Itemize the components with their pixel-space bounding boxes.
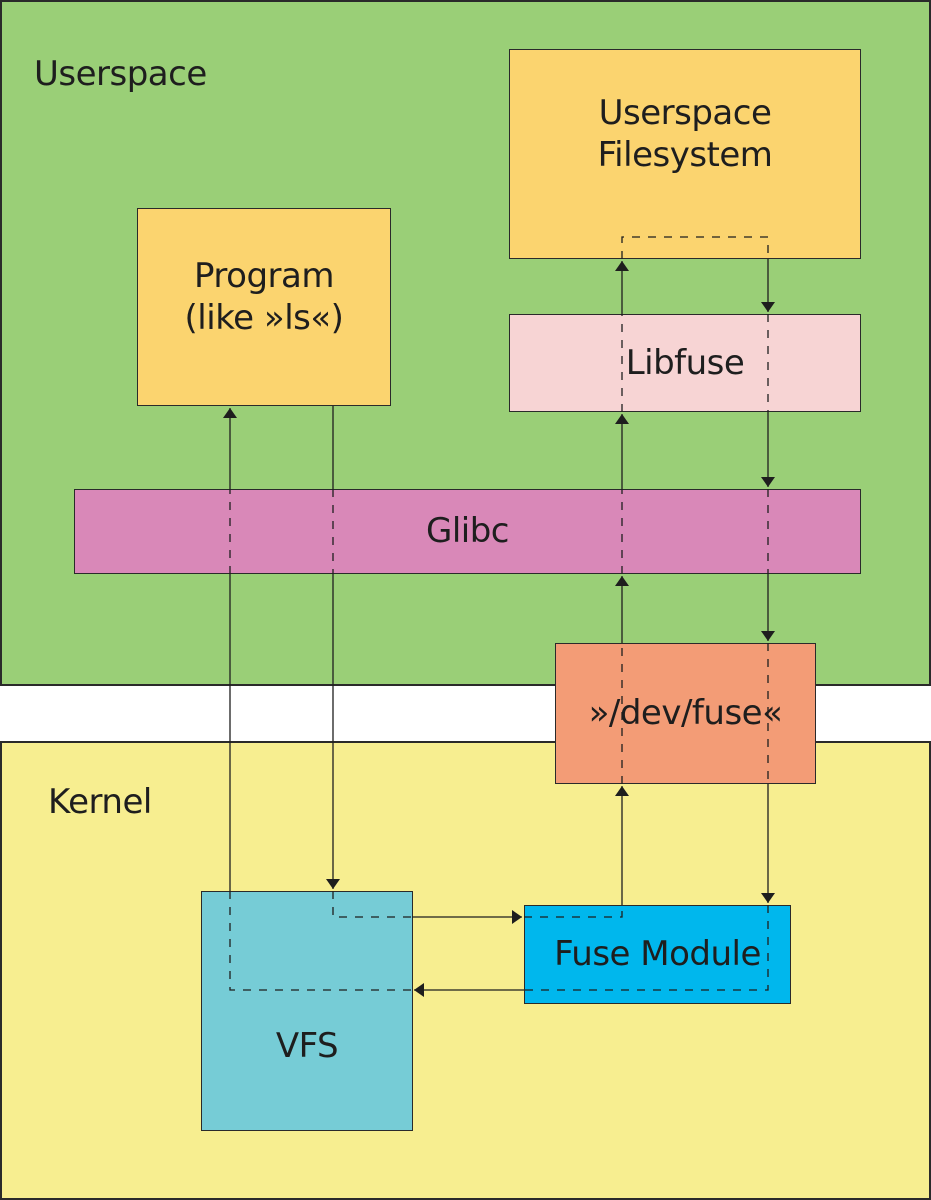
vfs-box: VFS bbox=[201, 891, 413, 1131]
dev-fuse-label: »/dev/fuse« bbox=[588, 693, 783, 734]
glibc-box: Glibc bbox=[74, 489, 861, 574]
fuse-module-label: Fuse Module bbox=[554, 934, 761, 975]
libfuse-label: Libfuse bbox=[625, 342, 745, 383]
program-label: Program (like »ls«) bbox=[184, 255, 344, 339]
program-box: Program (like »ls«) bbox=[137, 208, 391, 406]
userspace-filesystem-box: Userspace Filesystem bbox=[509, 49, 861, 259]
fuse-module-box: Fuse Module bbox=[524, 905, 791, 1004]
glibc-label: Glibc bbox=[425, 511, 510, 552]
kernel-label: Kernel bbox=[48, 782, 152, 822]
dev-fuse-box: »/dev/fuse« bbox=[555, 643, 816, 784]
userspace-label: Userspace bbox=[34, 54, 207, 94]
libfuse-box: Libfuse bbox=[509, 314, 861, 412]
userspace-filesystem-label: Userspace Filesystem bbox=[597, 92, 773, 176]
vfs-label: VFS bbox=[275, 1025, 339, 1066]
